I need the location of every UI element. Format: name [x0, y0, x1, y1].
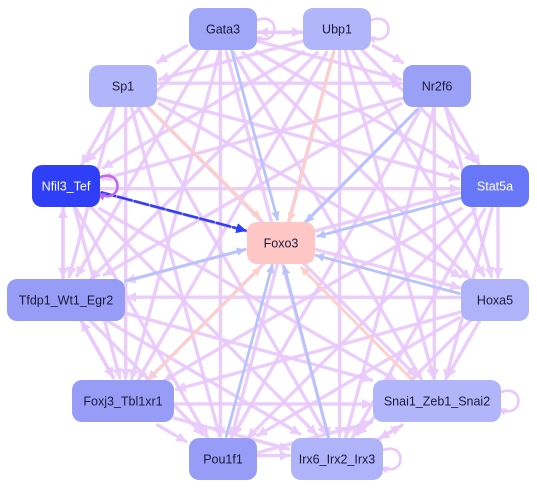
edge-nr2f6-to-pou1f1: [232, 105, 424, 437]
edge-pou1f1-to-snai1-zeb1-snai2: [256, 419, 374, 455]
node-snai1-zeb1-snai2[interactable]: Snai1_Zeb1_Snai2: [373, 380, 501, 422]
edge-ubp1-to-sp1: [157, 39, 305, 82]
edge-snai1-zeb1-snai2-to-foxo3: [300, 266, 415, 383]
edge-nfil3-tef-to-pou1f1: [74, 207, 210, 439]
node-box: [189, 438, 257, 480]
node-label: Nr2f6: [422, 79, 453, 93]
node-irx6-irx2-irx3[interactable]: Irx6_Irx2_Irx3: [291, 438, 383, 480]
node-foxo3[interactable]: Foxo3: [247, 222, 315, 264]
self-loop-layer: [97, 17, 520, 474]
self-loop-irx6-irx2-irx3: [380, 447, 402, 474]
node-label: Foxj3_Tbl1xr1: [83, 394, 162, 408]
node-label: Snai1_Zeb1_Snai2: [384, 394, 490, 408]
edge-tfdp1-wt1-egr2-to-pou1f1: [88, 318, 205, 436]
edge-irx6-irx2-irx3-to-foxo3: [282, 265, 331, 440]
edge-foxj3-tbl1xr1-to-tfdp1-wt1-egr2: [80, 320, 116, 380]
edge-snai1-zeb1-snai2-to-irx6-irx2-irx3: [378, 423, 404, 440]
node-label: Stat5a: [477, 179, 513, 193]
node-box: [72, 380, 174, 422]
node-box: [89, 65, 157, 107]
edge-hoxa5-to-snai1-zeb1-snai2: [445, 319, 482, 379]
node-box: [461, 165, 529, 207]
edge-layer: [57, 27, 504, 461]
edge-nfil3-tef-to-foxo3: [100, 191, 247, 234]
edge-stat5a-to-foxj3-tbl1xr1: [162, 206, 463, 382]
self-loop-gata3: [254, 17, 276, 44]
edge-hoxa5-to-foxo3: [314, 253, 461, 295]
node-box: [32, 165, 100, 207]
edge-pou1f1-to-foxo3: [224, 263, 275, 438]
edge-nfil3-tef-to-irx6-irx2-irx3: [88, 204, 318, 436]
node-nfil3-tef[interactable]: Nfil3_Tef: [32, 165, 100, 207]
edge-ubp1-to-foxo3: [287, 50, 336, 223]
node-label: Nfil3_Tef: [42, 179, 91, 193]
node-foxj3-tbl1xr1[interactable]: Foxj3_Tbl1xr1: [72, 380, 174, 422]
edge-stat5a-to-pou1f1: [246, 208, 477, 440]
edge-ubp1-to-nr2f6: [371, 44, 404, 64]
node-pou1f1[interactable]: Pou1f1: [189, 438, 257, 480]
node-nr2f6[interactable]: Nr2f6: [403, 65, 471, 107]
edge-nfil3-tef-to-snai1-zeb1-snai2: [98, 207, 398, 382]
edge-tfdp1-wt1-egr2-to-foxo3: [123, 247, 246, 283]
edge-hoxa5-to-foxj3-tbl1xr1: [174, 310, 463, 392]
node-sp1[interactable]: Sp1: [89, 65, 157, 107]
node-box: [373, 380, 501, 422]
node-label: Foxo3: [264, 236, 299, 250]
self-loop-nfil3-tef: [97, 174, 119, 201]
self-loop-ubp1: [368, 17, 390, 44]
edge-foxj3-tbl1xr1-to-irx6-irx2-irx3: [172, 416, 291, 452]
edge-nr2f6-to-nfil3-tef: [100, 96, 405, 182]
edge-gata3-to-foxo3: [230, 48, 280, 221]
edge-nr2f6-to-stat5a: [445, 107, 481, 166]
node-label: Gata3: [206, 22, 240, 36]
edge-sp1-to-stat5a: [155, 96, 461, 182]
node-gata3[interactable]: Gata3: [189, 8, 257, 50]
node-label: Sp1: [112, 79, 134, 93]
node-box: [7, 279, 125, 321]
node-label: Pou1f1: [203, 452, 243, 466]
edge-sp1-to-foxo3: [146, 104, 262, 220]
node-box: [189, 8, 257, 50]
edge-gata3-to-foxj3-tbl1xr1: [129, 49, 222, 381]
node-ubp1[interactable]: Ubp1: [303, 8, 371, 50]
node-box: [403, 65, 471, 107]
edge-stat5a-to-foxo3: [316, 196, 463, 239]
node-box: [291, 438, 383, 480]
node-label: Hoxa5: [477, 293, 513, 307]
node-tfdp1-wt1-egr2[interactable]: Tfdp1_Wt1_Egr2: [7, 279, 125, 321]
node-stat5a[interactable]: Stat5a: [461, 165, 529, 207]
edge-gata3-to-tfdp1-wt1-egr2: [75, 48, 210, 278]
node-box: [303, 8, 371, 50]
node-label: Ubp1: [322, 22, 352, 36]
node-hoxa5[interactable]: Hoxa5: [461, 279, 529, 321]
edge-foxj3-tbl1xr1-to-foxo3: [145, 266, 262, 383]
edge-sp1-to-nfil3-tef: [80, 107, 115, 166]
node-box: [247, 222, 315, 264]
edge-tfdp1-wt1-egr2-to-irx6-irx2-irx3: [103, 318, 302, 436]
node-label: Irx6_Irx2_Irx3: [299, 452, 375, 466]
node-box: [461, 279, 529, 321]
edge-nr2f6-to-foxo3: [304, 108, 419, 224]
self-loop-snai1-zeb1-snai2: [498, 389, 520, 416]
edge-foxj3-tbl1xr1-to-pou1f1: [156, 423, 188, 444]
edge-gata3-to-sp1: [156, 44, 189, 64]
node-label: Tfdp1_Wt1_Egr2: [19, 293, 114, 307]
edge-nr2f6-to-irx6-irx2-irx3: [343, 106, 436, 439]
